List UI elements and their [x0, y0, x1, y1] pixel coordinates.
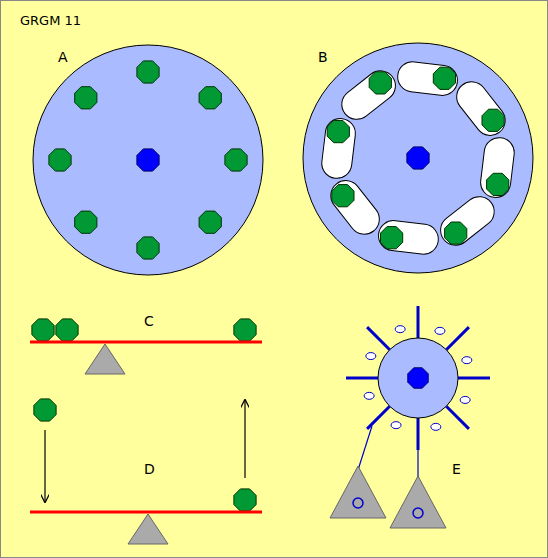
arrow-up: [244, 400, 245, 478]
ball: [32, 319, 54, 341]
spoke: [417, 306, 420, 338]
panel-letter: B: [318, 50, 328, 64]
peg: [391, 422, 401, 429]
fulcrum-c: [85, 344, 125, 374]
slot: [435, 191, 501, 252]
ball: [369, 72, 391, 94]
ball: [199, 87, 221, 109]
ball: [381, 227, 403, 249]
pivot: [353, 498, 363, 508]
weight-right: [390, 476, 446, 528]
slot: [451, 76, 512, 142]
ball: [234, 489, 256, 511]
hanging-rod: [358, 426, 372, 470]
fulcrum-d: [128, 514, 168, 544]
ball: [199, 211, 221, 233]
spoke: [367, 406, 390, 429]
figure-title: GRGM 11: [20, 14, 81, 27]
spoke: [446, 327, 469, 350]
hanging-rod: [417, 434, 418, 478]
spoke: [458, 377, 490, 380]
axle: [137, 149, 159, 171]
panel-letter: E: [452, 462, 461, 476]
spoke: [346, 377, 378, 380]
ball: [49, 149, 71, 171]
ball: [482, 109, 504, 131]
slot: [479, 136, 516, 199]
arrow-down: [44, 430, 45, 502]
ball: [327, 121, 349, 143]
wheel-a: [33, 45, 263, 275]
ball: [445, 222, 467, 244]
axle: [408, 368, 428, 388]
panel-letter: C: [144, 314, 154, 328]
slot: [336, 65, 402, 126]
ball: [137, 237, 159, 259]
peg: [460, 396, 470, 403]
peg: [462, 357, 472, 364]
ball: [75, 87, 97, 109]
slot: [377, 219, 440, 256]
weight-left: [330, 466, 386, 518]
peg: [366, 353, 376, 360]
ball: [137, 61, 159, 83]
lever-d: [30, 511, 262, 514]
slot: [320, 117, 357, 180]
hub-e: [378, 338, 458, 418]
panel-letter: D: [144, 462, 155, 476]
ball: [487, 173, 509, 195]
ball: [234, 319, 256, 341]
peg: [435, 327, 445, 334]
peg: [395, 326, 405, 333]
ball: [34, 399, 56, 421]
ball: [332, 185, 354, 207]
ball: [225, 149, 247, 171]
spoke: [367, 327, 390, 350]
slot: [325, 175, 386, 241]
slot: [396, 60, 459, 97]
ball: [433, 67, 455, 89]
axle: [407, 147, 429, 169]
peg: [364, 392, 374, 399]
ball: [56, 319, 78, 341]
lever-c: [30, 341, 262, 344]
spoke: [446, 406, 469, 429]
panel-letter: A: [58, 50, 68, 64]
wheel-b: [303, 43, 533, 273]
ball: [75, 211, 97, 233]
pivot: [413, 508, 423, 518]
peg: [431, 423, 441, 430]
